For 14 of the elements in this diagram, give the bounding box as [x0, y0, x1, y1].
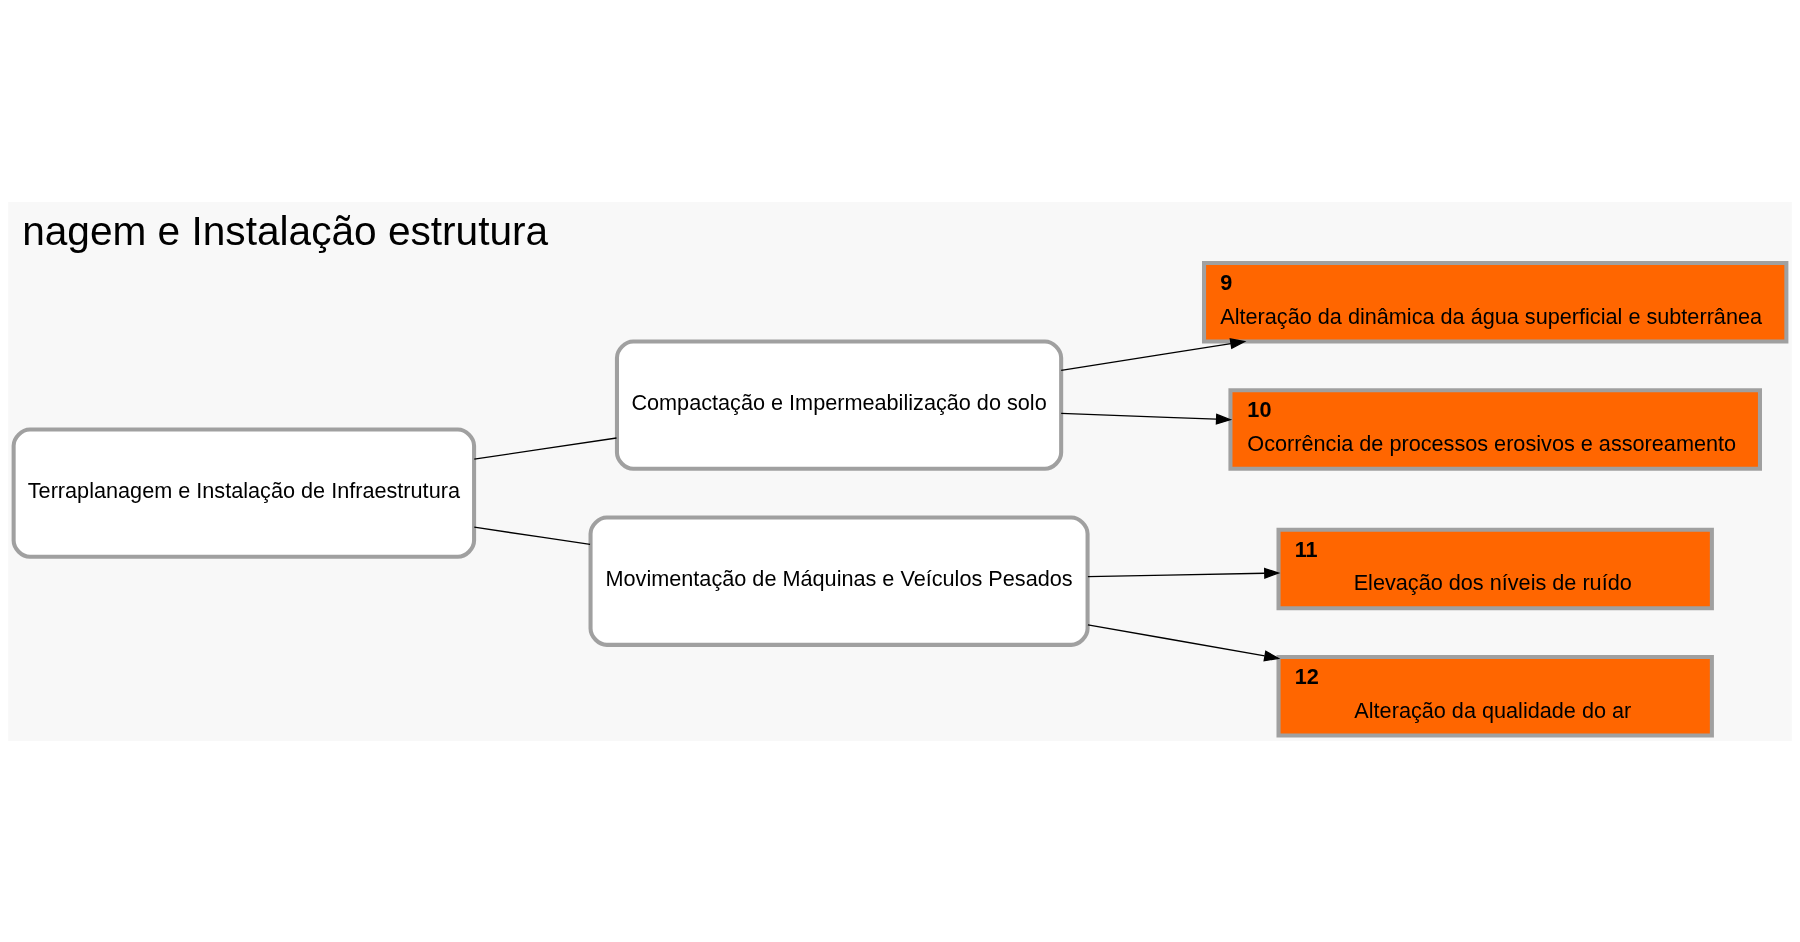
- arrow: [1087, 567, 1281, 579]
- connector: [473, 436, 618, 460]
- node-box: 11 Elevação dos níveis de ruído: [1276, 527, 1714, 610]
- arrow: [1060, 337, 1247, 371]
- node-box: 9 Alteração da dinâmica da água superficial e subterrânea: [1202, 260, 1789, 343]
- diagram-title: nagem e Instalação estrutura: [22, 207, 549, 254]
- connector: [473, 526, 591, 545]
- node-box: Terraplanagem e Instalação de Infraestrutura: [11, 427, 477, 559]
- node-box: 10 Ocorrência de processos erosivos e assoreamento: [1228, 387, 1762, 471]
- node-box: Compactação e Impermeabilização do solo: [614, 338, 1064, 471]
- arrow: [1060, 412, 1233, 425]
- node-box: 12 Alteração da qualidade do ar: [1276, 654, 1714, 738]
- arrow: [1087, 623, 1281, 661]
- node-box: Movimentação de Máquinas e Veículos Pesados: [588, 515, 1090, 647]
